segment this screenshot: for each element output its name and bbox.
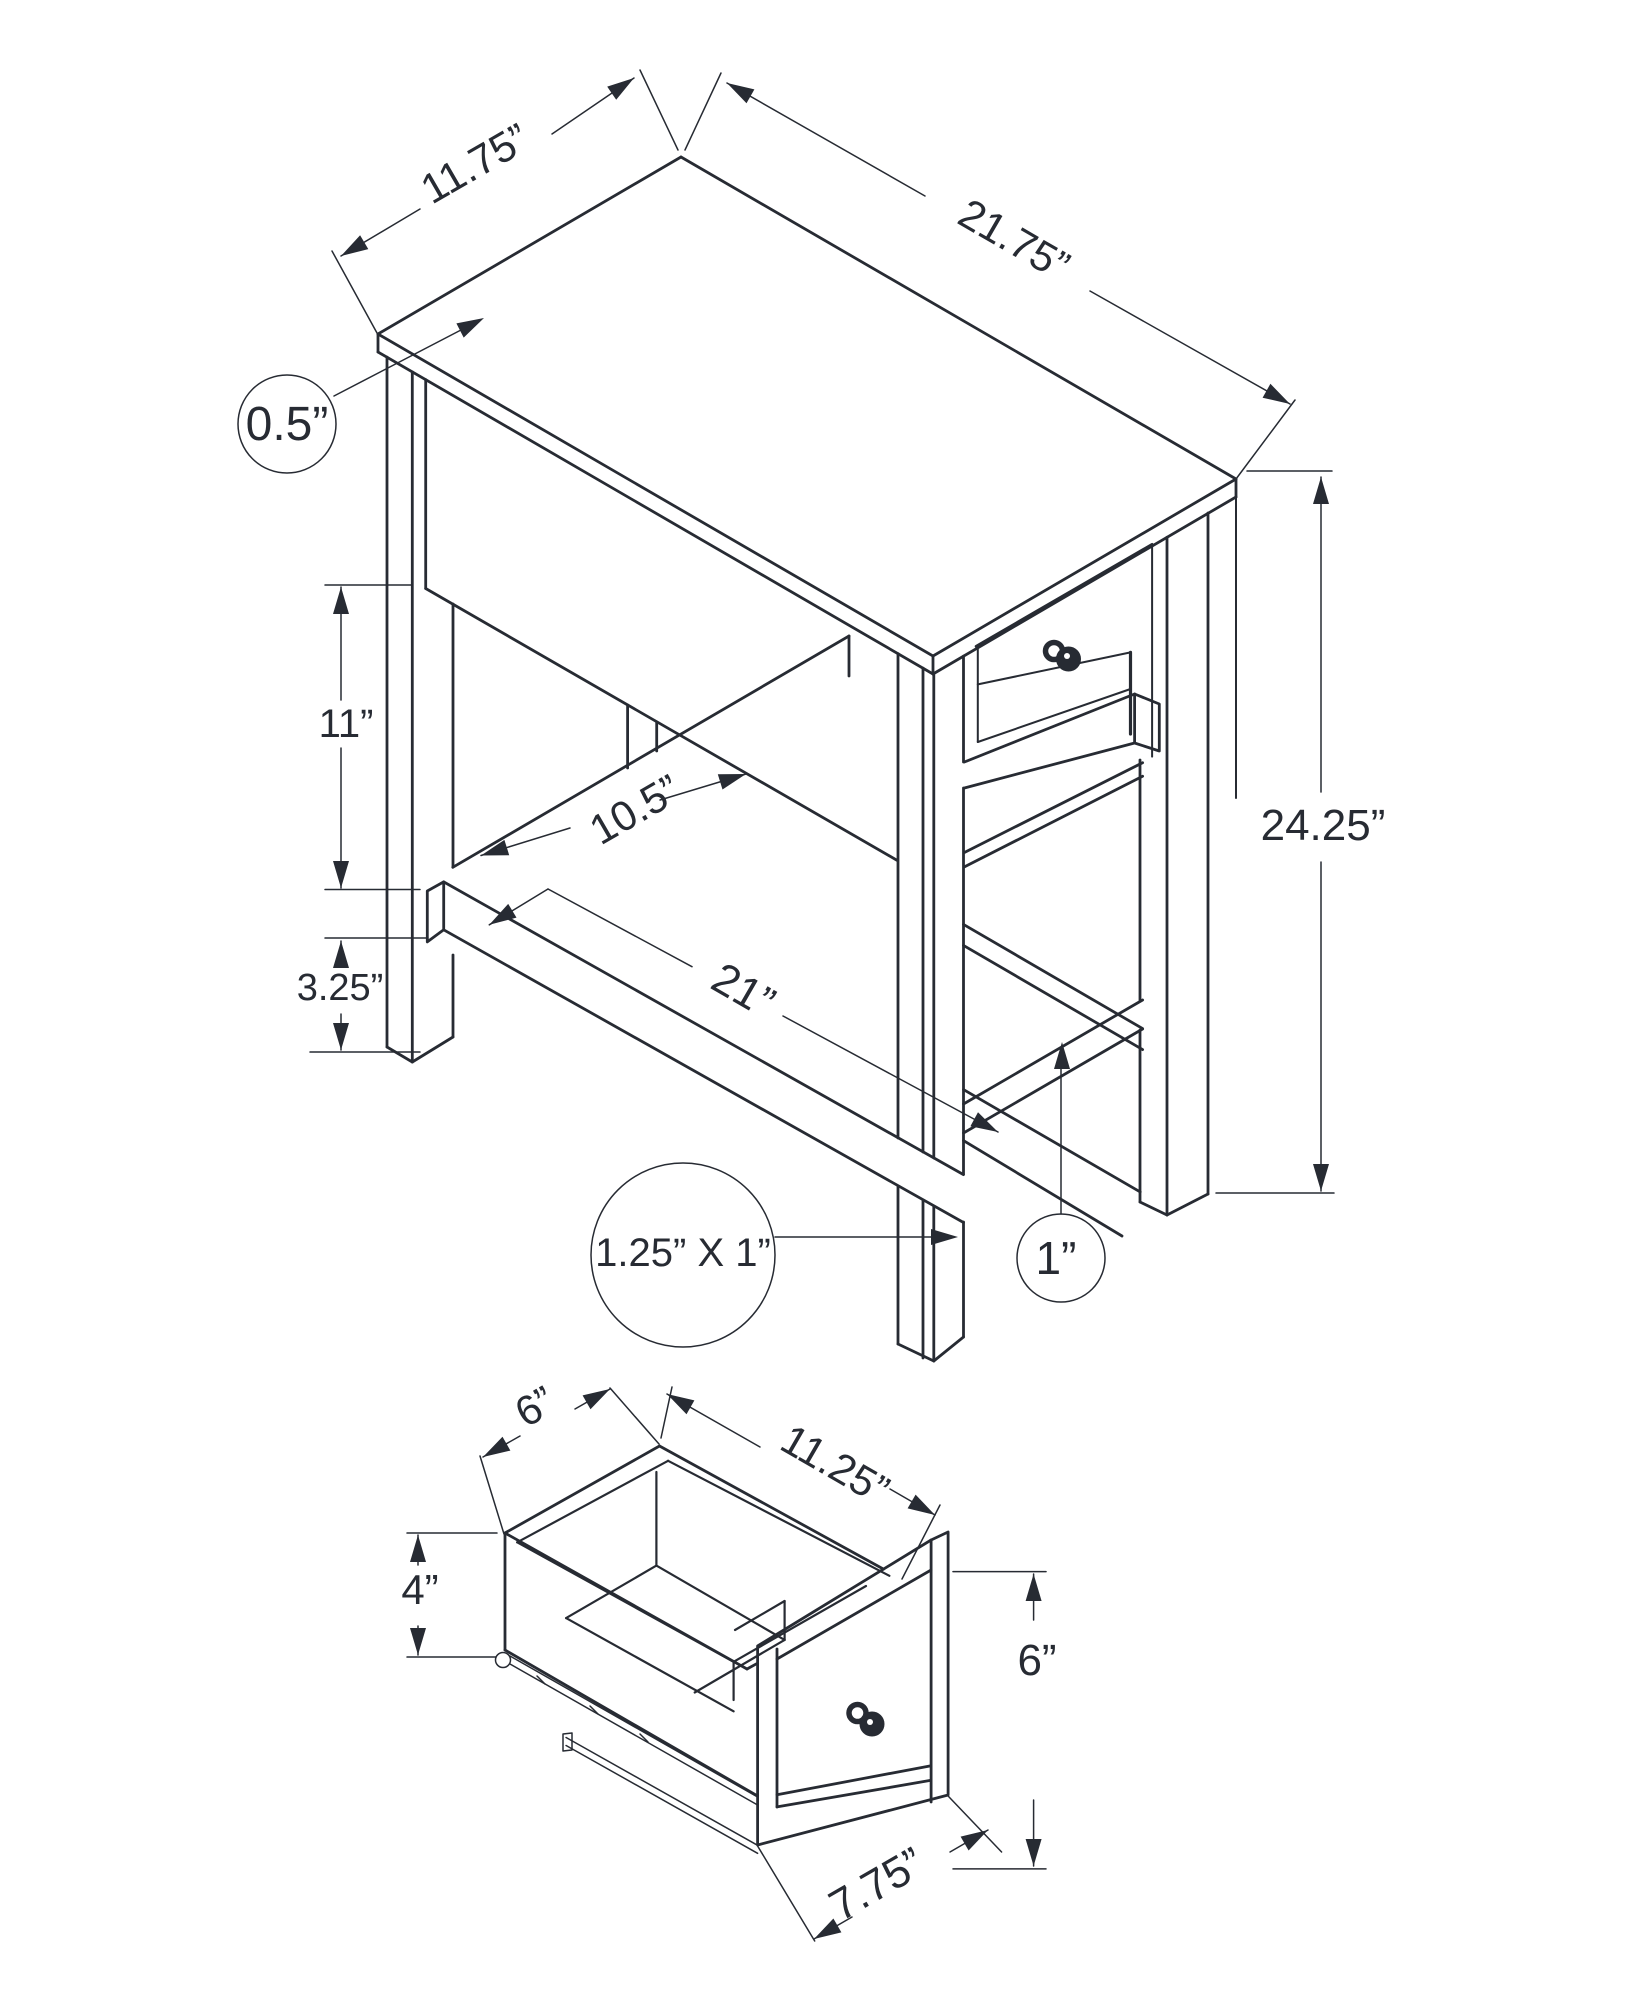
svg-text:1”: 1” xyxy=(1036,1232,1077,1284)
svg-text:4”: 4” xyxy=(401,1566,438,1613)
svg-text:0.5”: 0.5” xyxy=(246,398,329,451)
svg-text:11”: 11” xyxy=(319,702,374,746)
svg-text:24.25”: 24.25” xyxy=(1261,801,1386,850)
svg-text:6”: 6” xyxy=(1017,1636,1056,1685)
svg-text:1.25” X 1”: 1.25” X 1” xyxy=(595,1231,771,1275)
svg-text:3.25”: 3.25” xyxy=(297,967,384,1009)
